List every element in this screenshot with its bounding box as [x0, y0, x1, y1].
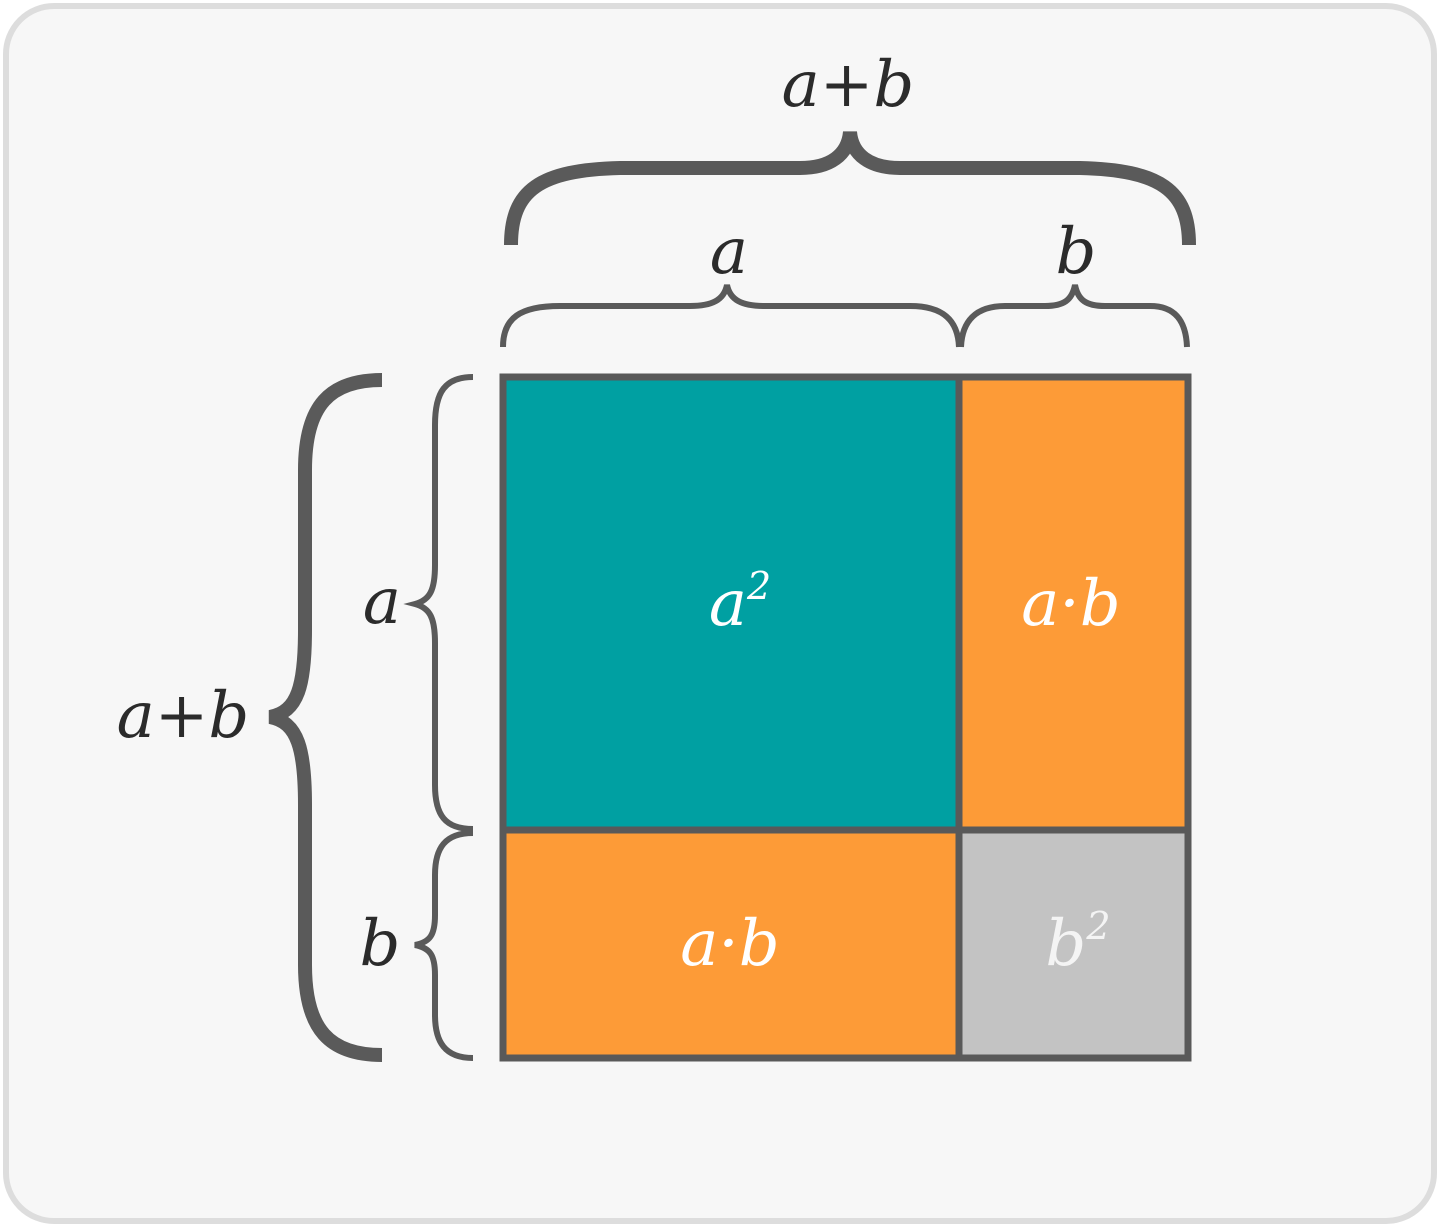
- left-outer-label: a+b: [117, 679, 250, 753]
- region-b-squared: [955, 826, 1192, 1062]
- left-outer-brace: [268, 373, 383, 1062]
- region-bottom-left-ab: [499, 826, 963, 1062]
- label-a-squared: a2: [709, 564, 771, 641]
- left-label-a: a: [363, 565, 401, 639]
- left-brace-b: [414, 830, 474, 1061]
- a-squared-base: a: [709, 567, 747, 641]
- top-label-b: b: [1056, 215, 1097, 289]
- top-brace-a: [500, 284, 962, 348]
- label-top-right-ab: a·b: [1021, 567, 1120, 641]
- b-squared-base: b: [1045, 907, 1086, 981]
- top-label-a: a: [710, 215, 748, 289]
- left-brace-a: [403, 374, 474, 832]
- top-outer-brace: [504, 130, 1196, 246]
- top-brace-b: [958, 284, 1190, 348]
- label-bottom-left-ab: a·b: [680, 907, 779, 981]
- label-b-squared: b2: [1045, 904, 1110, 981]
- a-squared-exponent: 2: [746, 564, 771, 608]
- top-outer-label: a+b: [782, 48, 915, 122]
- left-label-b: b: [360, 907, 401, 981]
- b-squared-exponent: 2: [1085, 904, 1110, 948]
